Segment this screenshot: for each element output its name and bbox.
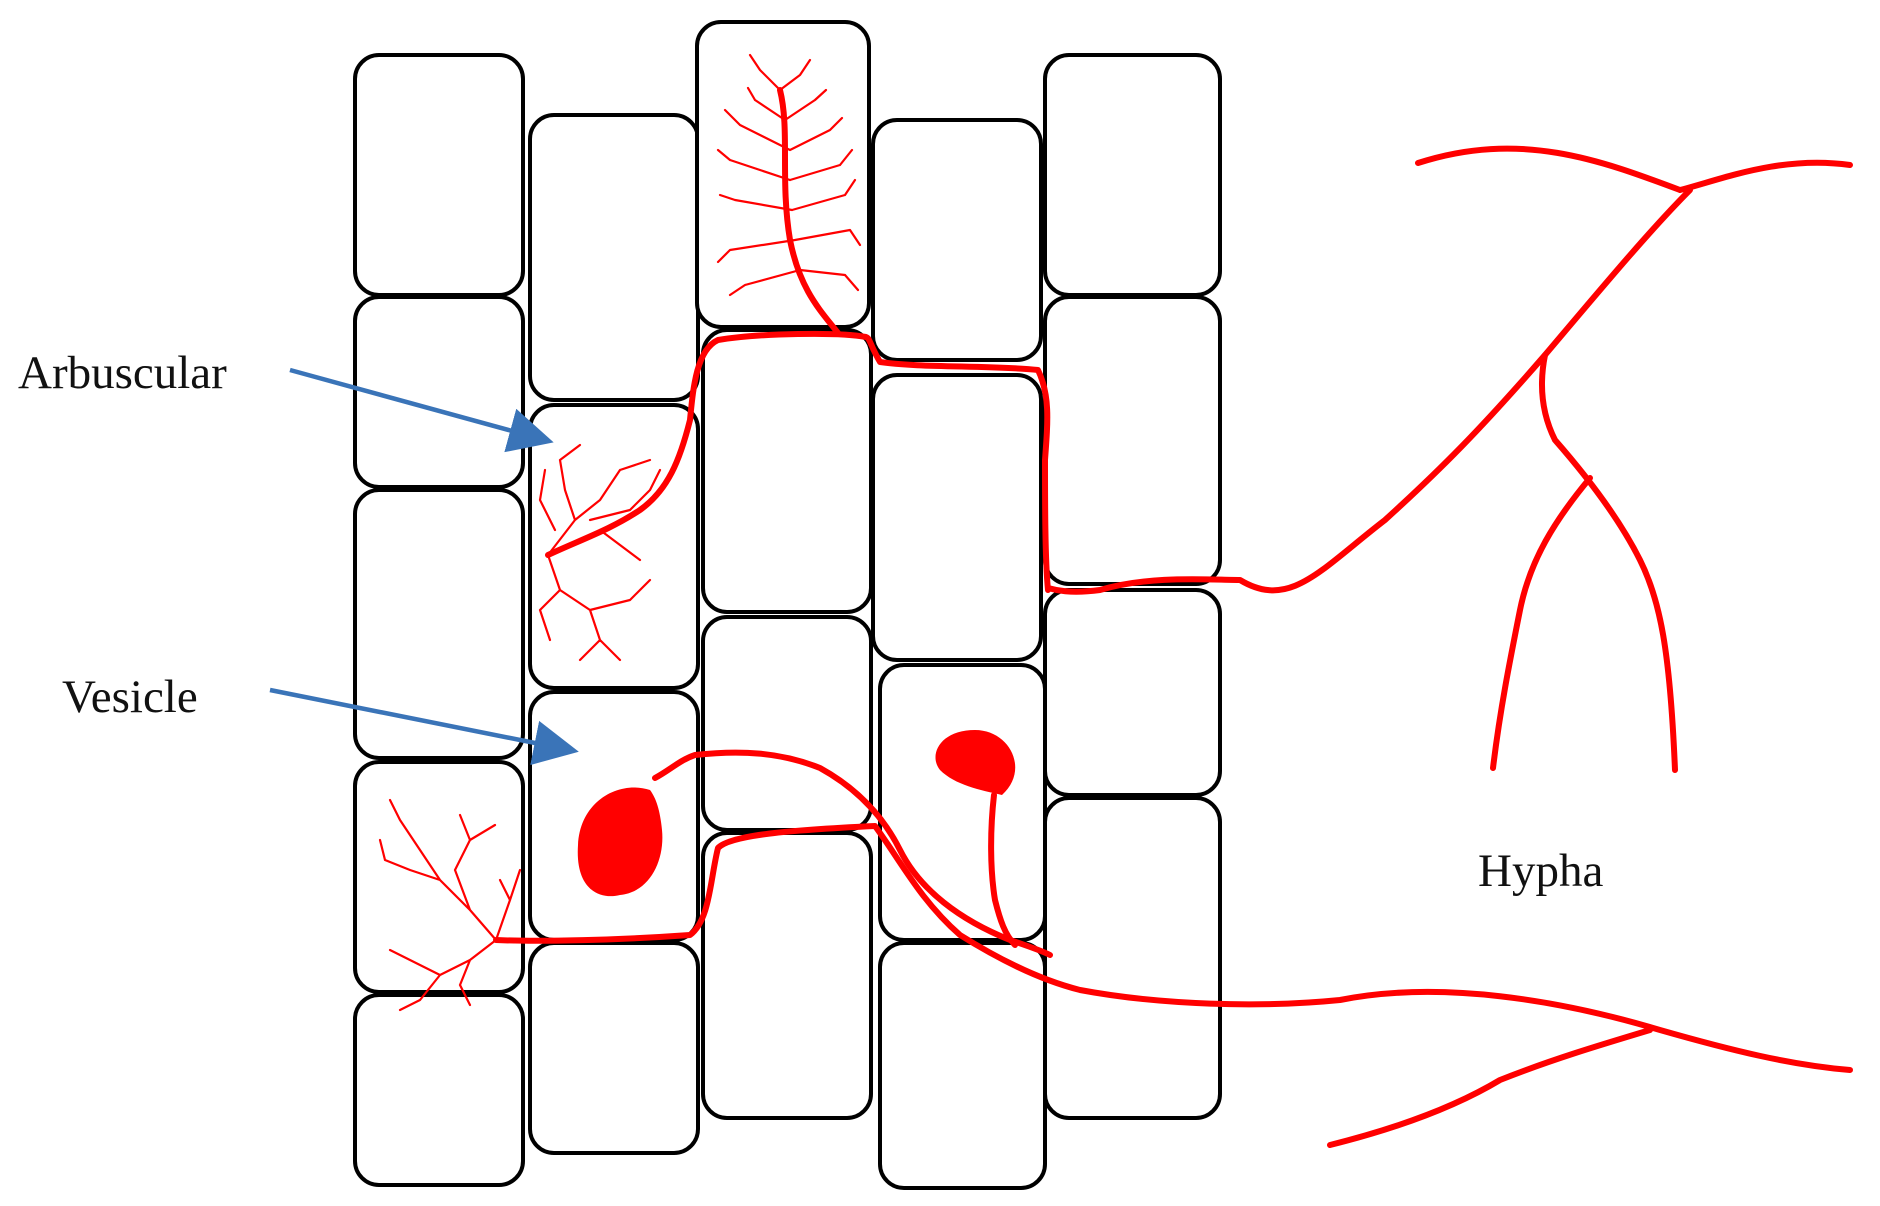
vesicle [935,730,1016,795]
vesicles [577,730,1016,897]
root-cell [878,941,1047,1190]
root-cell [871,118,1043,362]
root-cell [353,53,525,297]
root-cell [353,295,525,489]
root-cell [353,993,525,1187]
root-cell [353,488,525,760]
root-cell [878,663,1047,942]
intercellular-hypha [493,823,1853,1073]
external-hypha [1045,145,1853,595]
hypha-branch [988,792,1018,948]
arbuscular-pointer-arrow [289,367,554,453]
vesicle-label: Vesicle [62,671,198,723]
arbuscule [538,443,662,662]
root-cell [701,831,873,1120]
root-cell [701,328,873,614]
root-cell [701,615,873,832]
hypha-branch [1490,475,1593,771]
root-cell [1043,588,1222,797]
hypha-branch [1327,1027,1653,1148]
arbuscular-label: Arbuscular [18,347,227,399]
pointer-arrows [269,367,579,766]
arbuscule [716,53,862,297]
root-cell [1043,53,1222,297]
root-cell [871,373,1043,662]
root-cell [528,113,700,402]
intercellular-hypha [545,330,1051,593]
arbuscule [378,798,522,1012]
hypha-branch [1539,352,1678,773]
hypha-label: Hypha [1478,845,1603,897]
root-cell [528,941,700,1155]
hyphae [493,87,1853,1148]
vesicle-pointer-arrow [269,687,579,766]
arbuscules [378,53,862,1012]
root-cells [353,20,1222,1190]
root-cell [1043,796,1222,1120]
root-cell [1043,295,1222,586]
vesicle [577,787,663,897]
